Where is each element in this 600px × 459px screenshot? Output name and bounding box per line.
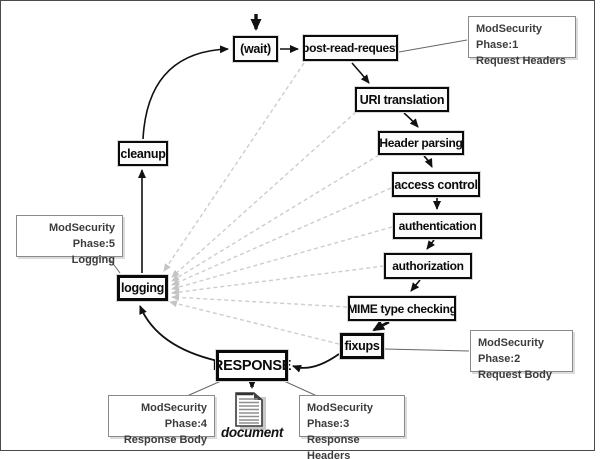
node-uri-translation: URI translation	[354, 86, 450, 113]
callout-phase5-logging: ModSecurity Phase:5 Logging	[16, 215, 123, 266]
dashed-to-logging-arrows	[163, 62, 393, 345]
callout-line1: ModSecurity Phase:4	[140, 402, 207, 430]
callout-phase4-response-body: ModSecurity Phase:4 Response Body	[108, 395, 215, 446]
node-mime-type-checking: MIME type checking	[347, 295, 457, 322]
node-post-read-request: post-read-request	[302, 34, 399, 62]
document-label: document	[220, 425, 284, 440]
node-fixups: fixups	[339, 332, 385, 360]
node-wait: (wait)	[232, 35, 279, 63]
node-authentication: authentication	[392, 212, 483, 240]
diagram-frame	[0, 0, 595, 451]
callout-line1: ModSecurity Phase:3	[307, 402, 374, 430]
callout-line2: Request Body	[478, 368, 552, 381]
node-access-control: access control	[391, 171, 481, 198]
callout-connectors	[107, 39, 470, 397]
node-header-parsing: Header parsing	[377, 130, 465, 156]
callout-phase2-request-body: ModSecurity Phase:2 Request Body	[470, 330, 573, 381]
node-response: RESPONSE	[213, 349, 291, 382]
node-logging: logging	[116, 274, 169, 302]
callout-line2: Response Body	[123, 433, 207, 446]
callout-line1: ModSecurity Phase:2	[478, 337, 545, 365]
callout-line1: ModSecurity Phase:1	[476, 23, 543, 51]
callout-line2: Logging	[71, 253, 115, 266]
callout-line2: Response Headers	[307, 433, 360, 459]
callout-line1: ModSecurity Phase:5	[48, 222, 115, 250]
callout-phase1-request-headers: ModSecurity Phase:1 Request Headers	[468, 16, 576, 67]
node-cleanup: cleanup	[117, 140, 169, 167]
callout-line2: Request Headers	[476, 54, 566, 67]
node-authorization: authorization	[383, 252, 473, 280]
flow-arrows	[138, 14, 441, 389]
document-icon	[231, 390, 271, 432]
callout-phase3-response-headers: ModSecurity Phase:3 Response Headers	[299, 395, 405, 459]
